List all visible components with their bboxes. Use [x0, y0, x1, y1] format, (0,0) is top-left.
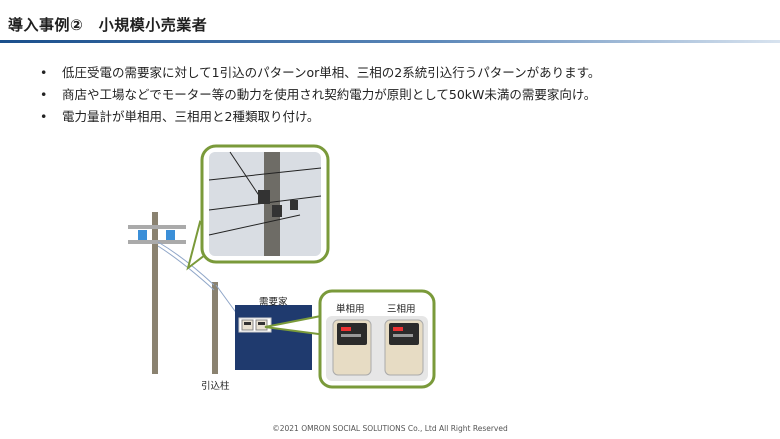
bullet-item: 電力量計が単相用、三相用と2種類取り付け。: [40, 106, 600, 128]
bullet-item: 商店や工場などでモーター等の動力を使用され契約電力が原則として50kW未満の需要…: [40, 84, 600, 106]
single-phase-meter: [332, 319, 372, 376]
bullet-item: 低圧受電の需要家に対して1引込のパターンor単相、三相の2系統引込行うパターンが…: [40, 62, 600, 84]
three-phase-label: 三相用: [387, 304, 416, 315]
slide-title: 導入事例② 小規模小売業者: [8, 16, 208, 34]
customer-label: 需要家: [259, 297, 288, 308]
three-phase-meter: [384, 319, 424, 376]
bullet-list: 低圧受電の需要家に対して1引込のパターンor単相、三相の2系統引込行うパターンが…: [40, 62, 600, 128]
title-underline: [0, 40, 780, 43]
service-pole-label: 引込柱: [201, 381, 230, 392]
pole-photo-callout: [186, 144, 330, 271]
single-phase-label: 単相用: [336, 304, 365, 315]
footer-copyright: ©2021 OMRON SOCIAL SOLUTIONS Co., Ltd Al…: [272, 424, 508, 433]
customer-building: [235, 305, 312, 370]
service-pole: [212, 282, 218, 374]
meters-callout: [264, 289, 436, 389]
utility-pole: [128, 212, 186, 374]
